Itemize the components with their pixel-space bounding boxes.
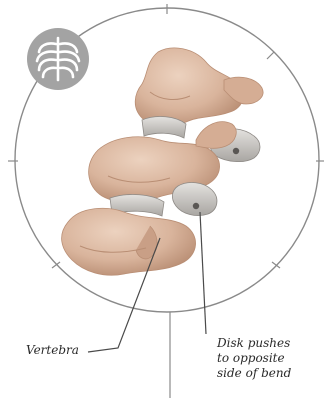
disk-label-line-2: to opposite: [217, 351, 321, 366]
disk-label-line-1: Disk pushes: [217, 336, 321, 351]
leader-line-disk: [200, 212, 206, 334]
vertebra-label: Vertebra: [26, 343, 79, 358]
disk-label: Disk pushes to opposite side of bend: [217, 336, 321, 381]
vertebrae-illustration: [62, 48, 263, 275]
ribcage-icon: [27, 28, 89, 90]
disk-label-line-3: side of bend: [217, 366, 321, 381]
vertebra-upper: [135, 48, 263, 127]
vertebra-lower: [62, 208, 196, 275]
vertebra-middle: [89, 122, 237, 203]
tick-upper-right: [267, 52, 274, 59]
